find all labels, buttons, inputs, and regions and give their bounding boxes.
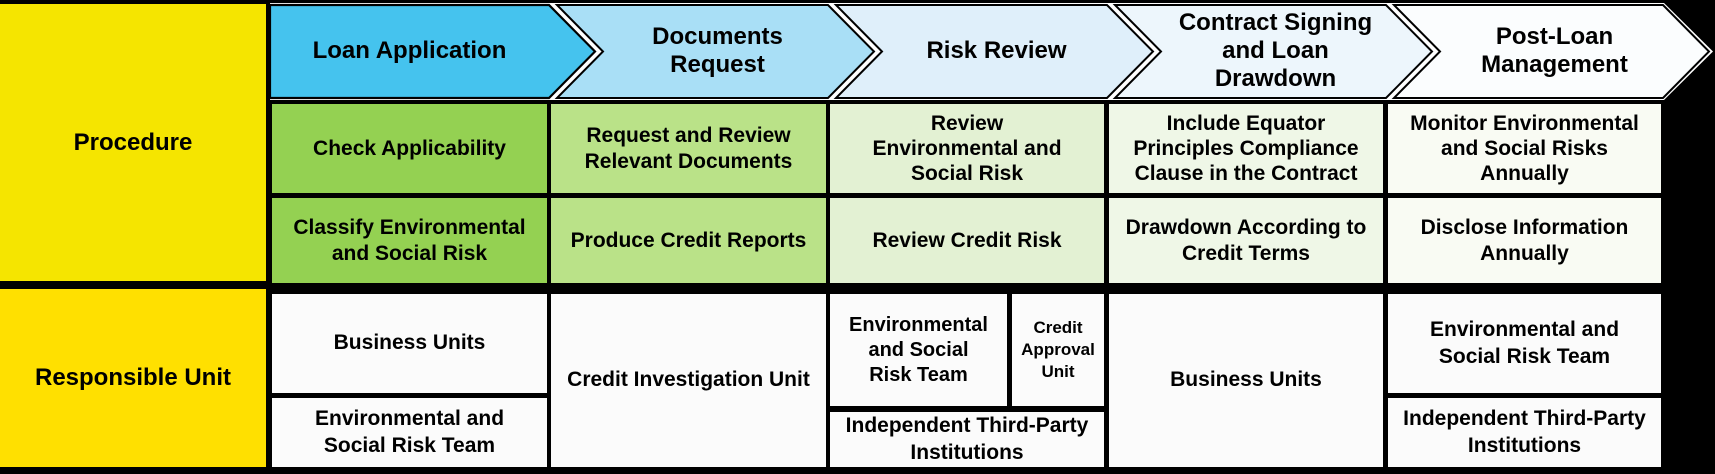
phase-label-post-loan: Post-Loan Management: [1481, 23, 1628, 78]
phase-label-documents-request: Documents Request: [652, 23, 783, 78]
phase-arrow-contract-signing: [1112, 3, 1434, 99]
responsible-unit-env-social-team-3: Environmental and Social Risk Team: [1388, 294, 1661, 393]
phase-arrow-documents-request: [554, 3, 876, 99]
procedure-step-check-applicability: Check Applicability: [272, 104, 547, 193]
responsible-unit-env-social-team-2: Environmental and Social Risk Team: [830, 294, 1007, 406]
responsible-unit-business-units-1: Business Units: [272, 294, 547, 393]
phase-label-loan-application: Loan Application: [312, 37, 507, 65]
phase-label-contract-signing: Contract Signing and Loan Drawdown: [1178, 9, 1373, 92]
procedure-step-review-credit-risk: Review Credit Risk: [830, 198, 1104, 283]
responsible-unit-credit-investigation: Credit Investigation Unit: [551, 294, 826, 467]
procedure-step-review-env-social-risk: Review Environmental and Social Risk: [830, 104, 1104, 193]
phase-arrows: [268, 3, 1713, 100]
responsible-unit-business-units-2: Business Units: [1109, 294, 1383, 467]
phase-arrow-post-loan: [1391, 3, 1711, 99]
responsible-unit-env-social-team-1: Environmental and Social Risk Team: [272, 398, 547, 467]
procedure-step-produce-credit-reports: Produce Credit Reports: [551, 198, 826, 283]
procedure-step-classify-risk: Classify Environmental and Social Risk: [272, 198, 547, 283]
procedure-step-drawdown-credit-terms: Drawdown According to Credit Terms: [1109, 198, 1383, 283]
procedure-step-include-equator-clause: Include Equator Principles Compliance Cl…: [1109, 104, 1383, 193]
phase-label-risk-review: Risk Review: [926, 37, 1067, 65]
phase-arrow-loan-application: [268, 3, 597, 100]
phase-arrow-risk-review: [833, 3, 1155, 99]
procedure-step-disclose-information: Disclose Information Annually: [1388, 198, 1661, 283]
responsible-unit-third-party-2: Independent Third-Party Institutions: [1388, 398, 1661, 467]
procedure-step-request-review-documents: Request and Review Relevant Documents: [551, 104, 826, 193]
responsible-unit-third-party-1: Independent Third-Party Institutions: [830, 412, 1104, 467]
responsible-unit-header-cell: Responsible Unit: [0, 289, 266, 467]
responsible-unit-credit-approval: Credit Approval Unit: [1012, 294, 1104, 406]
procedure-header-cell: Procedure: [0, 4, 266, 281]
procedure-step-monitor-risks: Monitor Environmental and Social Risks A…: [1388, 104, 1661, 193]
